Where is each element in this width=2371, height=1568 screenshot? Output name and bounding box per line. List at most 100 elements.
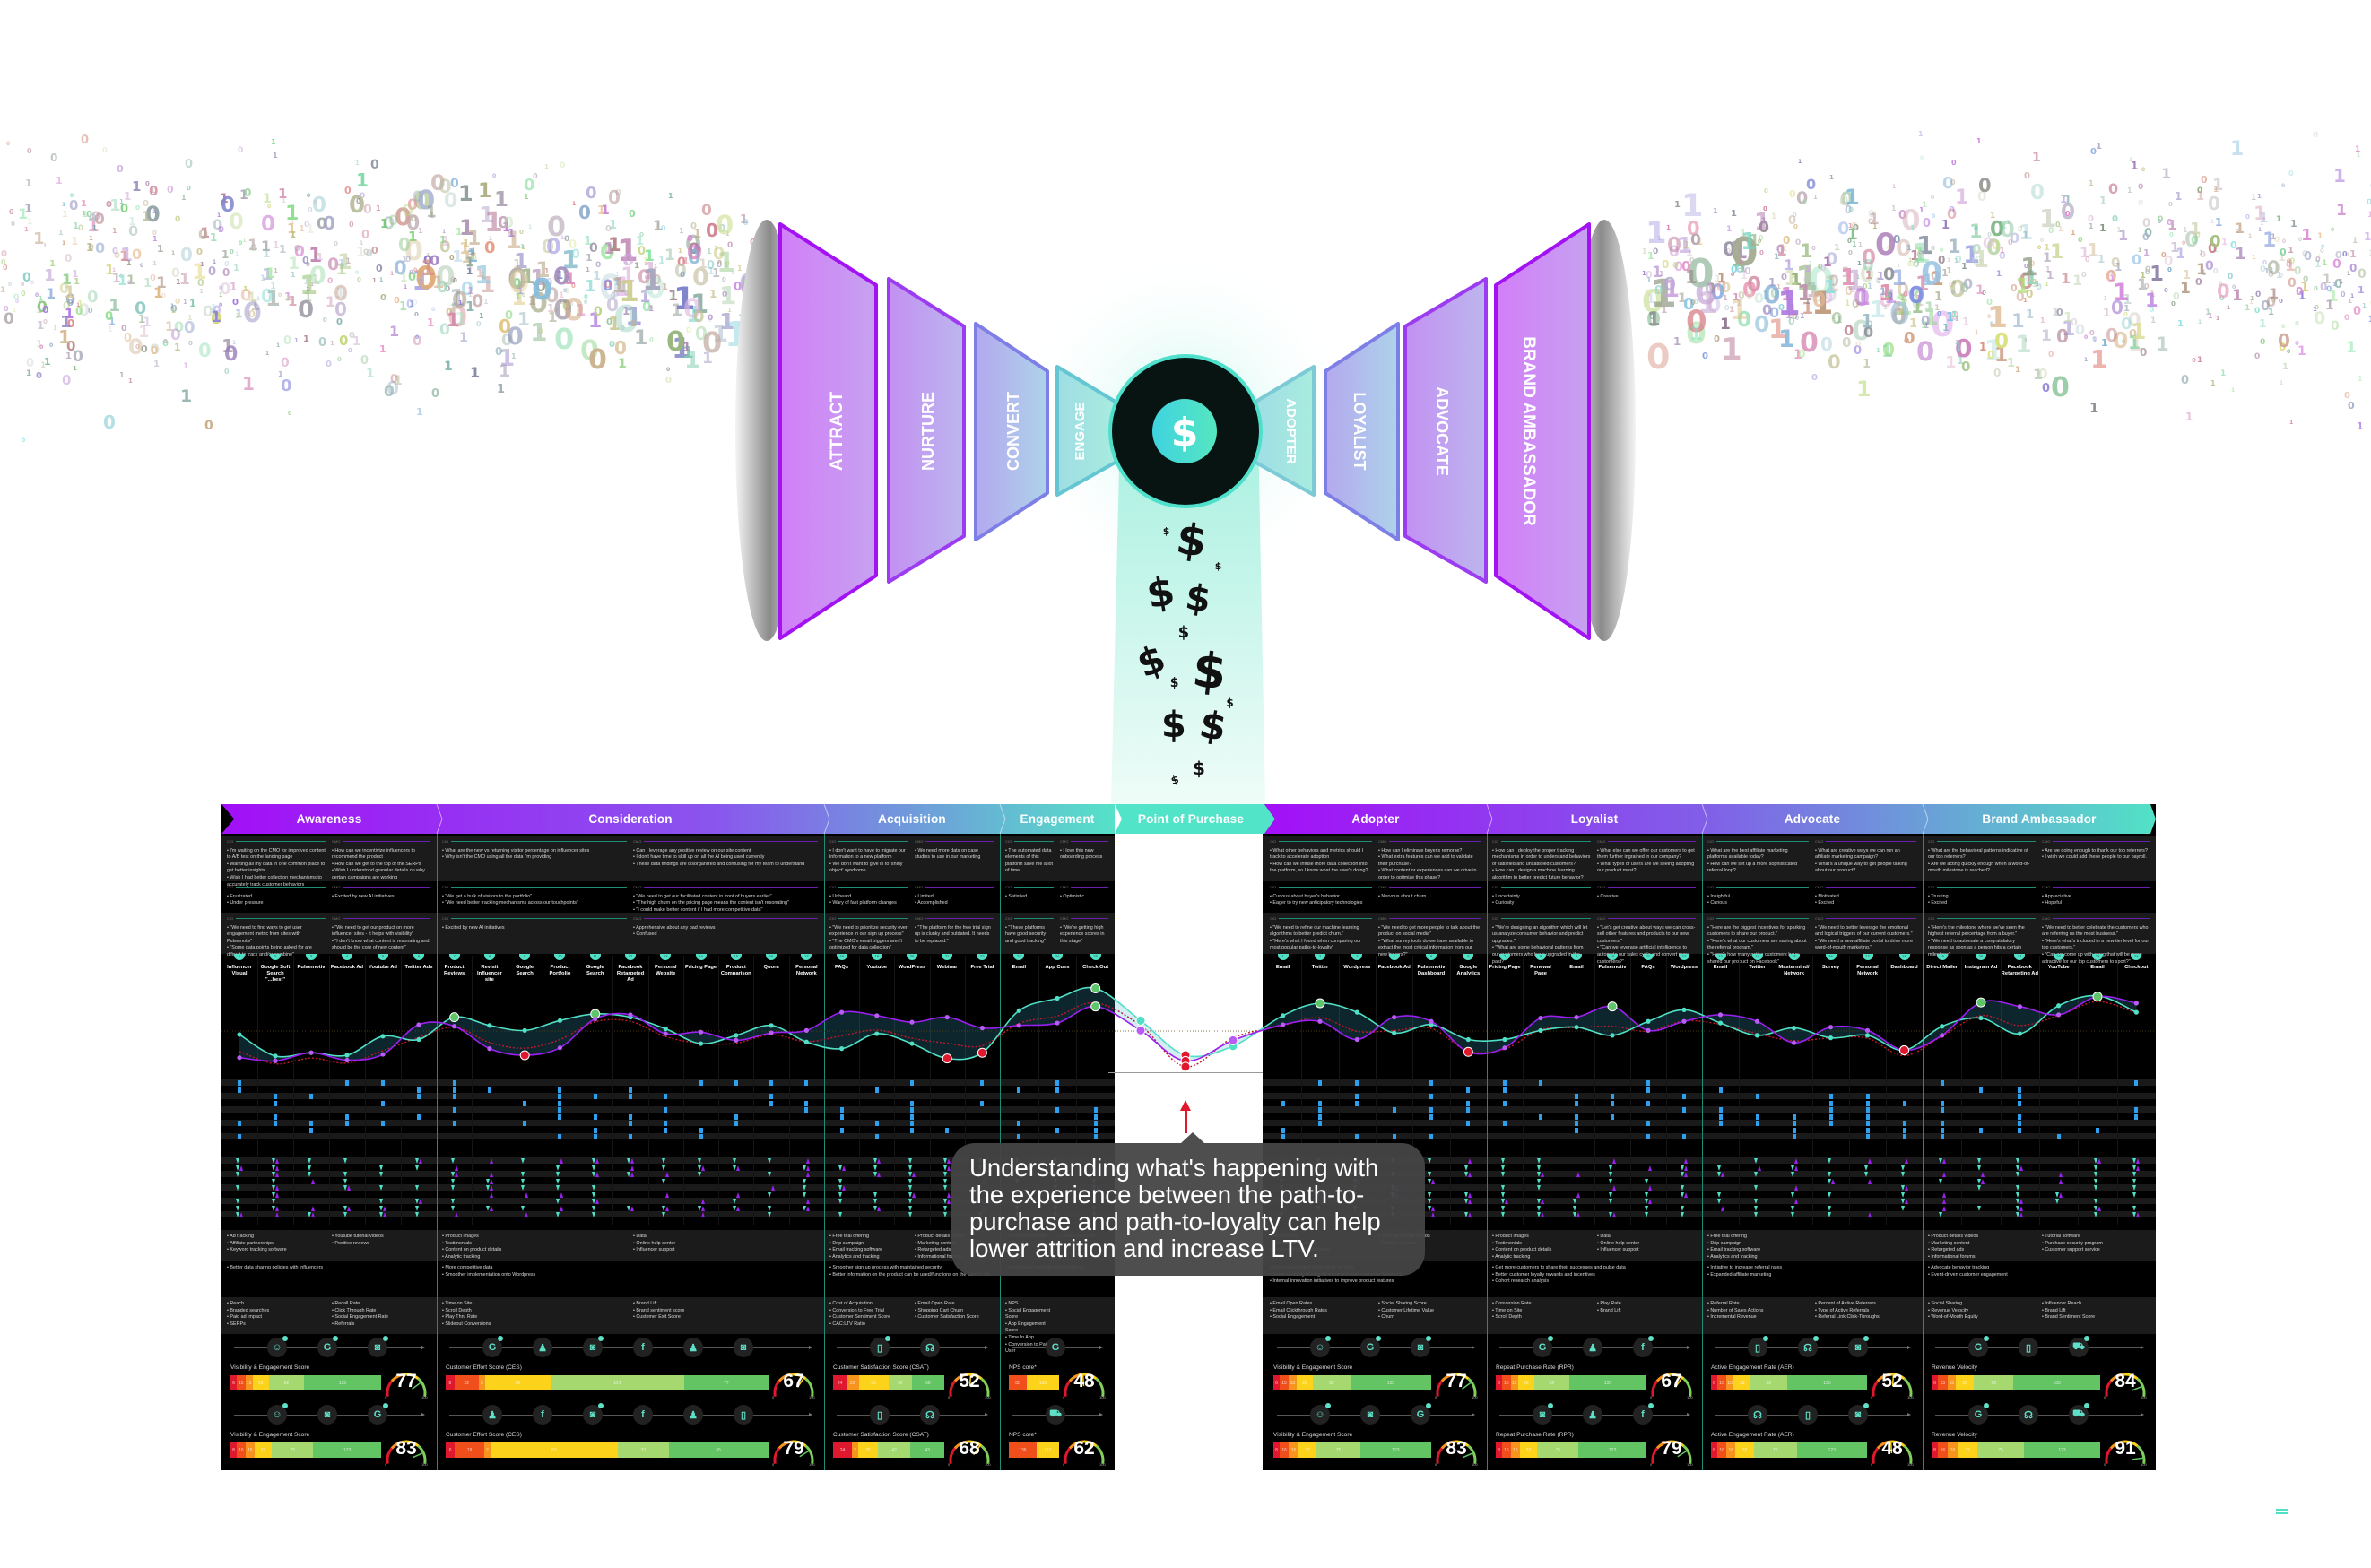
- list-item: Customer support service: [2042, 1247, 2150, 1254]
- score-segment: 16: [1938, 1442, 1949, 1458]
- cio-point: [1228, 1041, 1238, 1052]
- column-divider: [964, 956, 966, 1225]
- column-divider: [329, 956, 330, 1225]
- cmo-triangle-marker: [489, 1178, 493, 1184]
- cio-rule: [1014, 887, 1054, 888]
- list-item: Scroll Depth: [442, 1308, 627, 1315]
- cmo-triangle-marker: [1720, 1172, 1724, 1177]
- usage-marker: [238, 1080, 241, 1086]
- cmo-triangle-marker: [665, 1205, 670, 1211]
- binary-digit: 1: [119, 247, 130, 264]
- binary-digit: 1: [565, 287, 570, 295]
- binary-digit: 1: [2201, 269, 2207, 278]
- cio-label: CIO: [227, 915, 326, 923]
- cio-triangle-marker: [873, 1199, 877, 1204]
- binary-digit: 0: [677, 256, 686, 270]
- gauge-min-label: 0: [1871, 1395, 1873, 1399]
- binary-digit: 1: [352, 335, 361, 349]
- binary-digit: 1: [2196, 261, 2207, 279]
- binary-digit: 1: [220, 199, 225, 207]
- binary-digit: 0: [2071, 316, 2078, 328]
- cmo-triangle-marker: [2019, 1205, 2024, 1211]
- binary-digit: 0: [22, 271, 31, 285]
- score-value: 48: [1881, 1438, 1903, 1459]
- binary-digit: 0: [187, 185, 191, 192]
- binary-digit: 0: [499, 316, 511, 337]
- binary-digit: 1: [394, 374, 403, 388]
- score-segment: 6: [446, 1442, 456, 1458]
- binary-digit: 1: [597, 204, 606, 218]
- cmo-triangle-marker: [700, 1205, 705, 1211]
- binary-digit: 1: [189, 298, 196, 309]
- score-segment: 15: [1280, 1375, 1290, 1390]
- score-value: 84: [2115, 1371, 2136, 1391]
- binary-digit: 1: [2045, 265, 2051, 273]
- binary-digit: 0: [452, 287, 468, 313]
- binary-digit: 0: [161, 292, 166, 299]
- binary-digit: 1: [463, 238, 470, 249]
- gauge-max-label: 100: [421, 1462, 428, 1467]
- usage-marker: [345, 1121, 349, 1126]
- binary-digit: 1: [179, 271, 190, 289]
- binary-digit: 0: [370, 158, 379, 172]
- cmo-label-text: CMO: [1378, 885, 1387, 889]
- binary-digit: 0: [208, 265, 217, 279]
- binary-digit: 0: [2254, 352, 2261, 361]
- column-divider: [1376, 956, 1377, 1225]
- binary-digit: 0: [1986, 298, 1993, 308]
- cio-triangle-marker: [450, 1172, 455, 1177]
- list-item: Optimistic: [1060, 894, 1108, 901]
- binary-digit: 1: [27, 218, 33, 227]
- binary-digit: 0: [498, 213, 509, 232]
- binary-digit: 0: [519, 229, 524, 236]
- binary-digit: 0: [560, 161, 566, 170]
- binary-digit: 1: [2231, 387, 2236, 394]
- list-item: Excited: [1928, 900, 2036, 907]
- list-item: Social Engagement Rate: [332, 1314, 430, 1321]
- list-item: Social Engagement Score: [1005, 1308, 1054, 1321]
- usage-marker: [1792, 1127, 1796, 1133]
- binary-digit: 1: [156, 274, 167, 292]
- binary-digit: 0: [2158, 219, 2162, 225]
- usage-marker: [1718, 1107, 1723, 1113]
- usage-marker: [238, 1134, 241, 1139]
- binary-digit: 1: [1941, 219, 1950, 232]
- binary-digit: 1: [43, 243, 48, 249]
- usage-marker: [1466, 1107, 1471, 1113]
- cio-triangle-marker: [1428, 1205, 1431, 1211]
- binary-digit: 1: [1741, 270, 1748, 282]
- binary-digit: 0: [599, 268, 622, 307]
- binary-digit: 1: [2328, 288, 2339, 306]
- cio-label-text: CIO: [442, 916, 449, 921]
- cmo-triangle-marker: [1468, 1199, 1472, 1204]
- cmo-triangle-marker: [1941, 1172, 1946, 1177]
- list-item: Brand Lift: [1597, 1308, 1696, 1315]
- cio-rule: [451, 887, 627, 888]
- binary-digit: 1: [39, 295, 43, 302]
- binary-digit: 1: [664, 247, 675, 264]
- binary-digit: 0: [687, 238, 703, 264]
- score-gauge: [1436, 1373, 1477, 1397]
- score-label: Active Engagement Rate (AER): [1711, 1364, 1794, 1371]
- binary-digit: 0: [1931, 270, 1940, 283]
- binary-digit: 1: [1646, 292, 1655, 307]
- binary-digit: 1: [180, 386, 193, 406]
- cio-label-text: CIO: [1492, 885, 1499, 889]
- list-item: Youtube tutorial videos: [332, 1234, 430, 1241]
- cmo-rule: [1608, 841, 1696, 843]
- binary-digit: 0: [35, 292, 39, 299]
- binary-digit: 0: [1663, 273, 1676, 295]
- cio-label-text: CIO: [1707, 885, 1715, 889]
- column-divider: [293, 956, 294, 1225]
- usage-marker: [1755, 1121, 1759, 1126]
- binary-digit: 1: [513, 258, 522, 272]
- binary-digit: 0: [614, 337, 627, 359]
- cmo-triangle-marker: [1541, 1199, 1544, 1204]
- binary-digit: 1: [400, 272, 408, 284]
- touchpoint-marker: 9: [519, 954, 531, 960]
- cmo-label: CMO: [915, 915, 994, 923]
- binary-digit: 0: [244, 186, 252, 199]
- binary-digit: 1: [1867, 282, 1873, 291]
- list-item: Scroll Depth: [1492, 1314, 1591, 1321]
- binary-digit: 0: [2195, 231, 2201, 239]
